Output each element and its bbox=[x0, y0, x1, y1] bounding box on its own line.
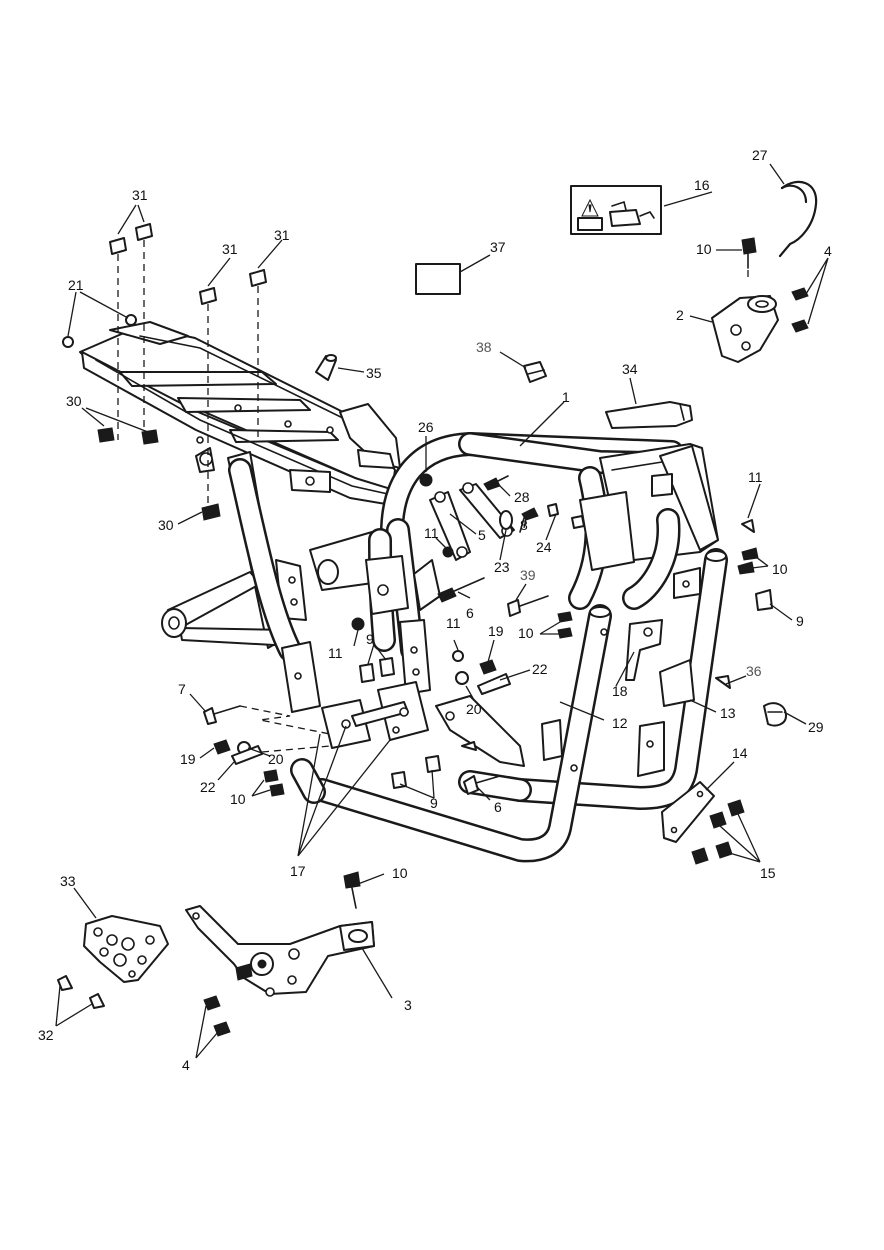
callout-18: 18 bbox=[612, 683, 628, 699]
callout-9: 9 bbox=[796, 613, 804, 629]
part-14-cover-plate bbox=[661, 781, 715, 843]
callout-11: 11 bbox=[446, 615, 461, 631]
callout-31: 31 bbox=[132, 187, 148, 203]
assembly-lines bbox=[117, 240, 749, 753]
callout-4: 4 bbox=[824, 243, 832, 259]
callout-5: 5 bbox=[478, 527, 486, 543]
callout-20: 20 bbox=[466, 701, 482, 717]
part-2-bracket bbox=[711, 295, 779, 363]
callout-4: 4 bbox=[182, 1057, 190, 1073]
callout-20: 20 bbox=[268, 751, 284, 767]
callout-19: 19 bbox=[488, 623, 504, 639]
callout-9: 9 bbox=[430, 795, 438, 811]
hardware bbox=[57, 223, 809, 1037]
part-3-footrest-hanger bbox=[185, 905, 375, 997]
callout-30: 30 bbox=[66, 393, 82, 409]
part-34-pad bbox=[605, 401, 693, 429]
callout-13: 13 bbox=[720, 705, 736, 721]
callout-11: 11 bbox=[328, 645, 343, 661]
part-33-heel-guard bbox=[83, 915, 169, 983]
callout-19: 19 bbox=[180, 751, 196, 767]
callout-29: 29 bbox=[808, 719, 824, 735]
part-16-warning-label bbox=[570, 185, 662, 235]
callout-26: 26 bbox=[418, 419, 434, 435]
callout-27: 27 bbox=[752, 147, 768, 163]
callout-10: 10 bbox=[392, 865, 408, 881]
callout-12: 12 bbox=[612, 715, 628, 731]
callout-36: 36 bbox=[746, 663, 762, 679]
callout-6: 6 bbox=[494, 799, 502, 815]
part-18-bracket bbox=[625, 619, 663, 681]
callout-39: 39 bbox=[520, 567, 536, 583]
part-35-plug bbox=[315, 354, 337, 381]
part-38-clip bbox=[523, 361, 547, 383]
callout-9: 9 bbox=[366, 631, 374, 647]
callout-10: 10 bbox=[696, 241, 712, 257]
part-27-clip bbox=[778, 180, 818, 258]
callout-10: 10 bbox=[230, 791, 246, 807]
callout-37: 37 bbox=[490, 239, 506, 255]
main-frame bbox=[228, 432, 719, 767]
callout-labels: 31 31 31 21 30 30 35 37 38 16 27 10 4 2 … bbox=[38, 147, 832, 1073]
callout-22: 22 bbox=[532, 661, 548, 677]
callout-31: 31 bbox=[274, 227, 290, 243]
callout-30: 30 bbox=[158, 517, 174, 533]
callout-3: 3 bbox=[404, 997, 412, 1013]
callout-8: 8 bbox=[520, 517, 528, 533]
callout-22: 22 bbox=[200, 779, 216, 795]
callout-38: 38 bbox=[476, 339, 492, 355]
callout-17: 17 bbox=[290, 863, 306, 879]
warning-triangle-book-oilcan-icon bbox=[577, 198, 655, 231]
callout-23: 23 bbox=[494, 559, 510, 575]
callout-33: 33 bbox=[60, 873, 76, 889]
callout-34: 34 bbox=[622, 361, 638, 377]
callout-21: 21 bbox=[68, 277, 84, 293]
leader-lines bbox=[55, 163, 829, 1059]
front-cradle bbox=[290, 548, 728, 863]
part-37-label bbox=[415, 263, 461, 295]
callout-10: 10 bbox=[518, 625, 534, 641]
callout-7: 7 bbox=[178, 681, 186, 697]
callout-28: 28 bbox=[514, 489, 530, 505]
callout-11: 11 bbox=[424, 525, 439, 541]
callout-11: 11 bbox=[748, 469, 763, 485]
callout-24: 24 bbox=[536, 539, 552, 555]
callout-32: 32 bbox=[38, 1027, 54, 1043]
callout-2: 2 bbox=[676, 307, 684, 323]
callout-10: 10 bbox=[772, 561, 788, 577]
callout-16: 16 bbox=[694, 177, 710, 193]
callout-14: 14 bbox=[732, 745, 748, 761]
callout-15: 15 bbox=[760, 865, 776, 881]
callout-35: 35 bbox=[366, 365, 382, 381]
callout-1: 1 bbox=[562, 389, 570, 405]
callout-31: 31 bbox=[222, 241, 238, 257]
callout-6: 6 bbox=[466, 605, 474, 621]
